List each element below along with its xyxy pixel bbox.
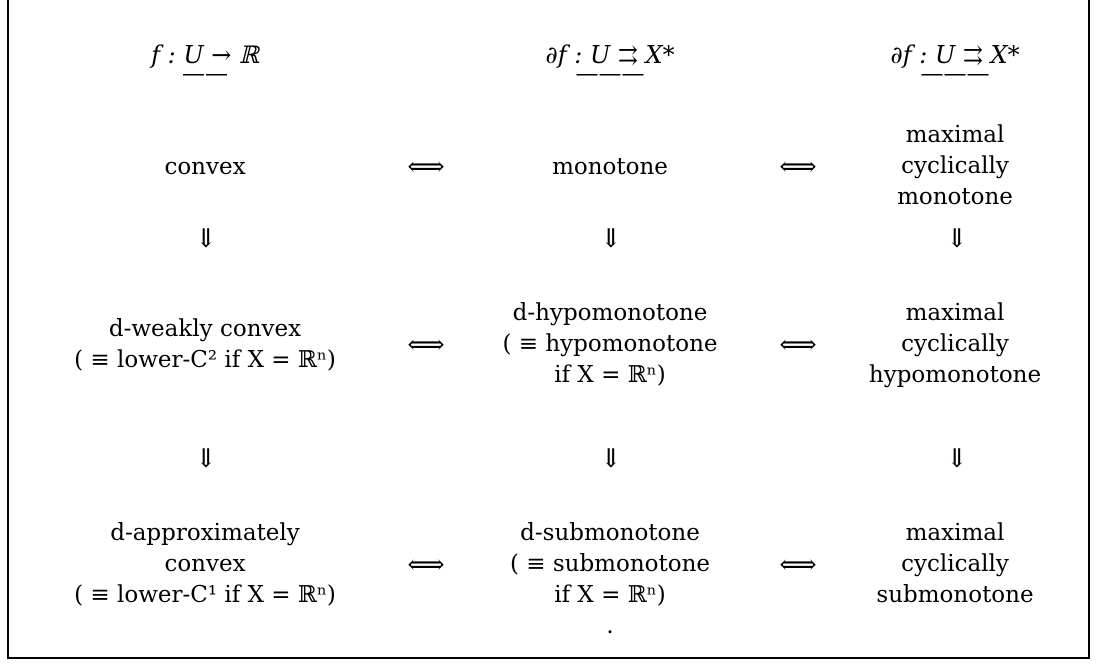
row2-col2: d-hypomonotone ( ≡ hypomonotone if X = ℝ… — [455, 298, 765, 391]
row1-col3-line: cyclically — [901, 153, 1009, 179]
equiv-arrow: ⟺ — [779, 330, 817, 360]
row2-col3-line: cyclically — [901, 331, 1009, 357]
implies-down-arrow: ⇓ — [946, 224, 968, 254]
row3-col3: maximal cyclically submonotone — [830, 518, 1080, 611]
row2-col3: maximal cyclically hypomonotone — [830, 298, 1080, 391]
header-col2-text: ∂f : U ⇉ X* — [545, 41, 675, 69]
row3-col3-line: submonotone — [876, 582, 1034, 608]
row1-col1: convex — [40, 152, 370, 183]
row2-col1-line: d-weakly convex — [108, 316, 302, 342]
diagram-frame — [7, 0, 1090, 659]
header-col3-text: ∂f : U ⇉ X* — [890, 41, 1020, 69]
header-col2: ∂f : U ⇉ X* ——— — [455, 40, 765, 87]
row2-col1: d-weakly convex ( ≡ lower-C² if X = ℝⁿ) — [40, 314, 370, 376]
row2-col1-line: ( ≡ lower-C² if X = ℝⁿ) — [74, 347, 336, 373]
header-col1-underline: —— — [182, 61, 228, 87]
row3-col1-line: convex — [164, 551, 246, 577]
row3-col2-line: if X = ℝⁿ) — [554, 582, 666, 608]
row1-col2: monotone — [455, 152, 765, 183]
row2-col2-line: ( ≡ hypomonotone — [502, 331, 718, 357]
row1-col2-line: monotone — [552, 154, 668, 180]
row3-col3-line: maximal — [905, 520, 1005, 546]
equiv-arrow: ⟺ — [779, 152, 817, 182]
implies-down-arrow: ⇓ — [195, 444, 217, 474]
row3-col2-line: . — [606, 613, 614, 639]
equiv-arrow: ⟺ — [407, 152, 445, 182]
row3-col3-line: cyclically — [901, 551, 1009, 577]
row2-col3-line: maximal — [905, 300, 1005, 326]
equiv-arrow: ⟺ — [407, 550, 445, 580]
implies-down-arrow: ⇓ — [946, 444, 968, 474]
equiv-arrow: ⟺ — [407, 330, 445, 360]
row3-col2-line: ( ≡ submonotone — [509, 551, 711, 577]
row1-col3-line: monotone — [897, 184, 1013, 210]
header-col1-text: f : U → ℝ — [151, 41, 259, 69]
implies-down-arrow: ⇓ — [600, 224, 622, 254]
row1-col1-line: convex — [164, 154, 246, 180]
header-col3: ∂f : U ⇉ X* ——— — [830, 40, 1080, 87]
row1-col3-line: maximal — [905, 122, 1005, 148]
row3-col2: d-submonotone ( ≡ submonotone if X = ℝⁿ)… — [455, 518, 765, 642]
header-col3-underline: ——— — [920, 61, 990, 87]
row3-col2-line: d-submonotone — [520, 520, 700, 546]
row2-col3-line: hypomonotone — [868, 362, 1042, 388]
row3-col1-line: ( ≡ lower-C¹ if X = ℝⁿ) — [74, 582, 336, 608]
header-col2-underline: ——— — [575, 61, 645, 87]
row2-col2-line: d-hypomonotone — [512, 300, 708, 326]
row2-col2-line: if X = ℝⁿ) — [554, 362, 666, 388]
equiv-arrow: ⟺ — [779, 550, 817, 580]
header-col1: f : U → ℝ —— — [40, 40, 370, 87]
row1-col3: maximal cyclically monotone — [830, 120, 1080, 213]
implies-down-arrow: ⇓ — [195, 224, 217, 254]
implies-down-arrow: ⇓ — [600, 444, 622, 474]
row3-col1-line: d-approximately — [110, 520, 300, 546]
row3-col1: d-approximately convex ( ≡ lower-C¹ if X… — [40, 518, 370, 611]
